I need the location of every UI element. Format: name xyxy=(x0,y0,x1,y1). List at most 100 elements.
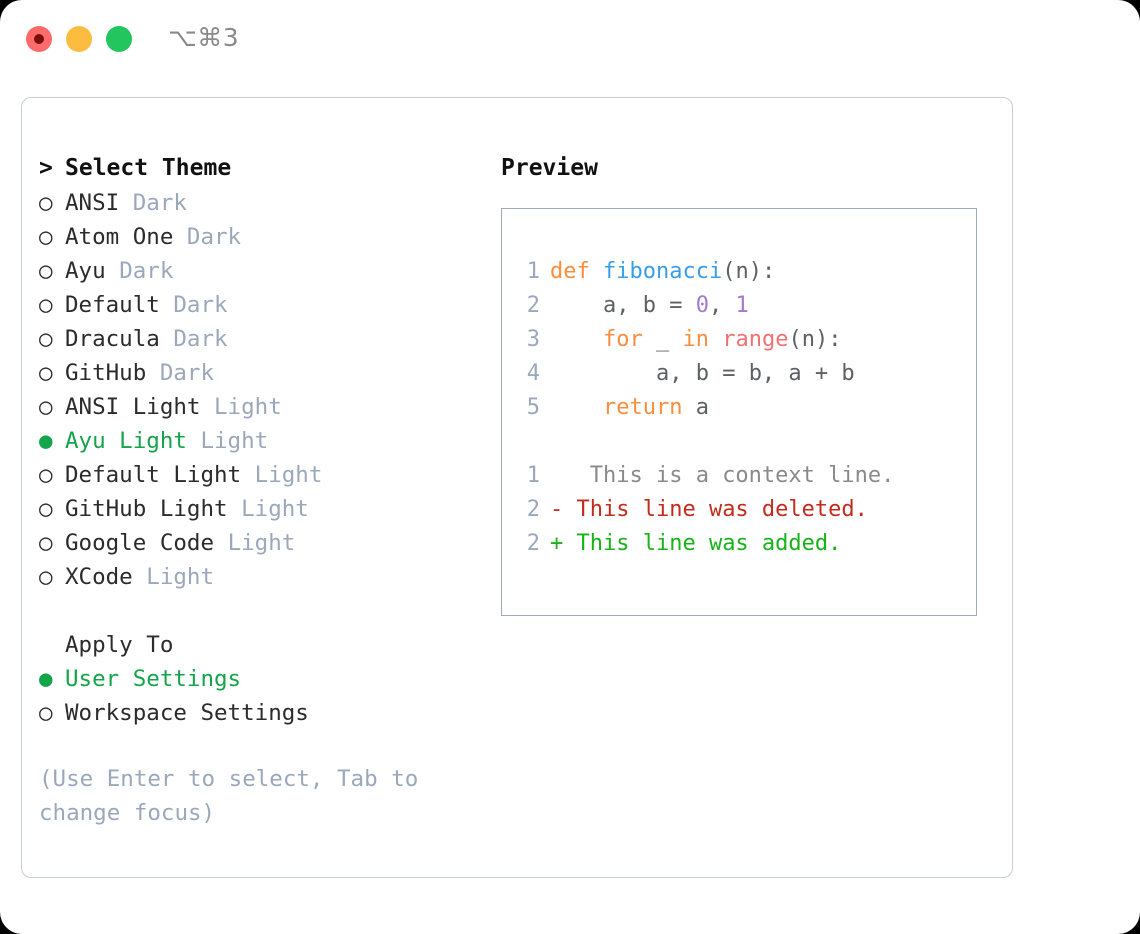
theme-list-item[interactable]: ○ANSI Light Light xyxy=(39,390,479,424)
keyboard-hint: (Use Enter to select, Tab to change focu… xyxy=(39,766,419,826)
theme-list-item[interactable]: ○ GitHub Dark xyxy=(39,356,479,390)
theme-name-variant-spacer xyxy=(160,326,174,352)
theme-variant: Light xyxy=(241,496,309,522)
theme-name-variant-spacer xyxy=(106,258,120,284)
apply-to-option[interactable]: ●User Settings xyxy=(39,662,479,696)
code-token-fn: fibonacci xyxy=(602,259,723,284)
theme-name-variant-spacer xyxy=(160,292,174,318)
theme-variant: Light xyxy=(214,394,282,420)
apply-to-option[interactable]: ○ Workspace Settings xyxy=(39,696,479,730)
apply-to-option-label: Workspace Settings xyxy=(65,700,309,726)
code-line-number: 3 xyxy=(526,327,540,352)
code-token-kw: return xyxy=(550,395,696,420)
diff-line: 2- This line was deleted. xyxy=(514,493,970,527)
theme-list-item[interactable]: ○Ayu Dark xyxy=(39,254,479,288)
select-theme-label: Select Theme xyxy=(65,155,232,181)
select-theme-header: >Select Theme xyxy=(39,150,479,186)
theme-variant: Light xyxy=(146,564,215,590)
code-token-punct: (n): xyxy=(722,259,776,284)
radio-unselected-icon: ○ xyxy=(39,700,53,726)
theme-list: ○ANSI Dark○Atom One Dark○Ayu Dark○Defaul… xyxy=(39,186,479,594)
radio-unselected-icon: ○ xyxy=(39,360,53,386)
theme-variant: Dark xyxy=(173,292,228,318)
code-line: 5 return a xyxy=(514,391,970,425)
theme-name-variant-spacer xyxy=(187,428,201,454)
diff-line-number: 1 xyxy=(526,463,540,488)
theme-variant: Dark xyxy=(173,326,228,352)
code-line-content: return a xyxy=(550,395,709,420)
theme-variant: Light xyxy=(227,530,296,556)
theme-list-item[interactable]: ○ Default Light Light xyxy=(39,458,479,492)
theme-name: Dracula xyxy=(65,326,160,352)
section-spacer xyxy=(39,594,479,628)
code-line-content: def fibonacci(n): xyxy=(550,259,775,284)
code-token-num: 0 xyxy=(695,293,709,318)
diff-text: This line was added. xyxy=(563,531,842,556)
keyboard-shortcut-label: ⌥⌘3 xyxy=(168,23,240,52)
theme-list-item[interactable]: ○XCode Light xyxy=(39,560,479,594)
radio-unselected-icon: ○ xyxy=(39,224,53,250)
preview-title: Preview xyxy=(501,155,598,181)
theme-name: Default xyxy=(65,292,160,318)
code-line-number: 2 xyxy=(526,293,540,318)
code-line: 2 a, b = 0, 1 xyxy=(514,289,970,323)
theme-list-item[interactable]: ○Default Dark xyxy=(39,288,479,322)
code-line-number: 5 xyxy=(526,395,540,420)
theme-name: GitHub xyxy=(65,360,147,386)
code-token-kw: def xyxy=(550,259,603,284)
theme-name: Ayu Light xyxy=(65,428,187,454)
code-line-number: 1 xyxy=(526,259,540,284)
theme-name-variant-spacer xyxy=(133,564,147,590)
theme-variant: Light xyxy=(254,462,323,488)
diff-text: This line was deleted. xyxy=(563,497,868,522)
diff-sign xyxy=(550,463,563,488)
apply-to-marker-spacer xyxy=(39,628,65,662)
theme-name-variant-spacer xyxy=(173,224,187,250)
code-token-kw: in xyxy=(682,327,723,352)
maximize-button[interactable] xyxy=(106,26,132,52)
diff-line-content-ctx: This is a context line. xyxy=(550,463,895,488)
theme-list-item[interactable]: ○ANSI Dark xyxy=(39,186,479,220)
code-token-kw: for xyxy=(550,327,656,352)
apply-to-label: Apply To xyxy=(65,632,174,658)
theme-name: Ayu xyxy=(65,258,106,284)
code-token-var: b, a + b xyxy=(748,361,855,386)
theme-variant: Dark xyxy=(159,360,215,386)
theme-selector-column: >Select Theme ○ANSI Dark○Atom One Dark○A… xyxy=(39,150,479,830)
theme-list-item[interactable]: ○ Dracula Dark xyxy=(39,322,479,356)
apply-to-list: ●User Settings ○ Workspace Settings xyxy=(39,662,479,730)
diff-sign: + xyxy=(550,531,564,556)
radio-unselected-icon: ○ xyxy=(39,326,53,352)
code-line-number: 4 xyxy=(526,361,540,386)
theme-name: GitHub Light xyxy=(65,496,228,522)
theme-name: Default Light xyxy=(65,462,242,488)
recording-indicator-icon xyxy=(34,34,44,44)
code-token-var: _ xyxy=(655,327,683,352)
theme-list-item[interactable]: ○Google Code Light xyxy=(39,526,479,560)
minimize-button[interactable] xyxy=(66,26,92,52)
theme-list-item[interactable]: ○GitHub Light Light xyxy=(39,492,479,526)
code-token-punct: = xyxy=(722,361,749,386)
code-line: 1 def fibonacci(n): xyxy=(514,255,970,289)
theme-name: Atom One xyxy=(65,224,174,250)
theme-variant: Light xyxy=(200,428,269,454)
theme-variant: Dark xyxy=(119,258,174,284)
theme-list-item[interactable]: ● Ayu Light Light xyxy=(39,424,479,458)
diff-line-content-add: + This line was added. xyxy=(550,531,841,556)
theme-list-item[interactable]: ○ Atom One Dark xyxy=(39,220,479,254)
code-line: 4 a, b = b, a + b xyxy=(514,357,970,391)
code-line-content: a, b = b, a + b xyxy=(550,361,855,386)
diff-sample: 1 This is a context line. 2- This line wa… xyxy=(514,459,970,561)
close-button[interactable] xyxy=(26,26,52,52)
theme-variant: Dark xyxy=(186,224,242,250)
apply-to-header: Apply To xyxy=(39,628,479,662)
radio-unselected-icon: ○ xyxy=(39,462,53,488)
radio-selected-icon: ● xyxy=(39,428,53,454)
code-line: 3 for _ in range(n): xyxy=(514,323,970,357)
code-token-punct: , xyxy=(708,293,736,318)
diff-line-number: 2 xyxy=(526,497,540,522)
